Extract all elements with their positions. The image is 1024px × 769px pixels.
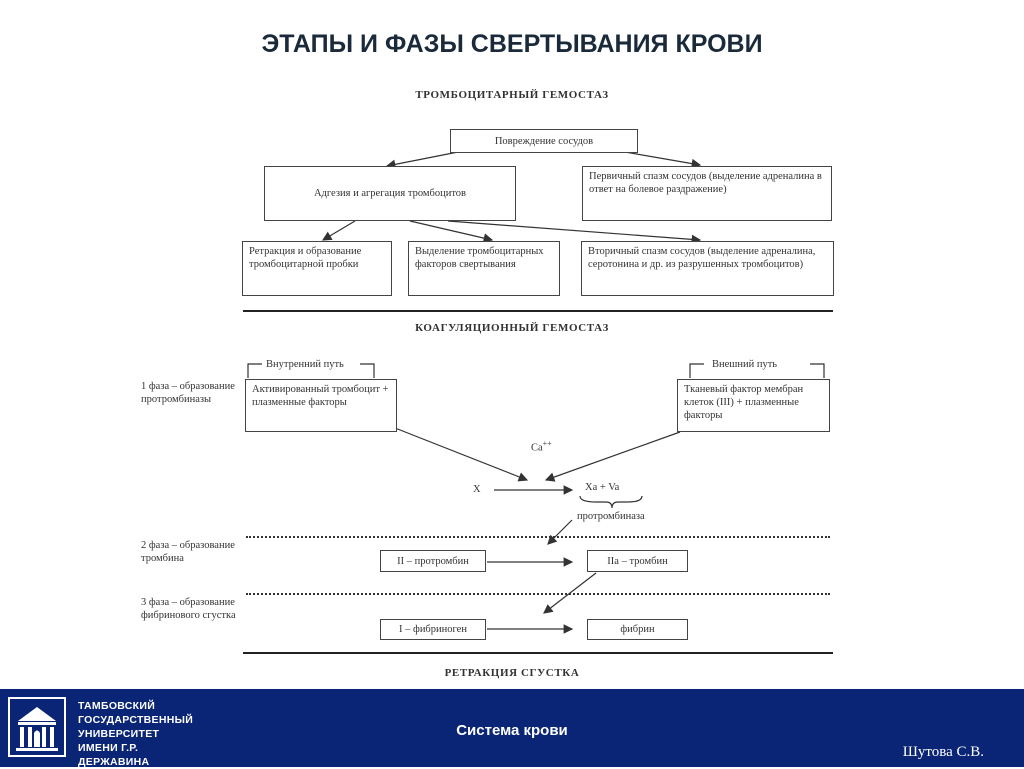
- factor-x-label: X: [473, 484, 481, 495]
- university-line: ИМЕНИ Г.Р. ДЕРЖАВИНА: [78, 742, 150, 768]
- phase-divider-2: [246, 593, 830, 595]
- intrinsic-bracket: [247, 363, 262, 378]
- extrinsic-bracket: [689, 363, 704, 378]
- adhesion-box: Адгезия и агрегация тромбоцитов: [264, 166, 516, 221]
- university-emblem-icon: [8, 697, 66, 757]
- fibrin-box: фибрин: [587, 619, 688, 640]
- university-line: УНИВЕРСИТЕТ: [78, 728, 160, 740]
- slide-title: ЭТАПЫ И ФАЗЫ СВЕРТЫВАНИЯ КРОВИ: [261, 30, 763, 58]
- fibrinogen-box: I – фибриноген: [380, 619, 486, 640]
- footer-bar: ТАМБОВСКИЙ ГОСУДАРСТВЕННЫЙ УНИВЕРСИТЕТ И…: [0, 689, 1024, 769]
- factor-release-box: Выделение тромбоцитарных факторов сверты…: [408, 241, 560, 296]
- extrinsic-pathway-box: Тканевый фактор мембран клеток (III) + п…: [677, 379, 830, 432]
- university-logo: ТАМБОВСКИЙ ГОСУДАРСТВЕННЫЙ УНИВЕРСИТЕТ И…: [0, 689, 196, 769]
- calcium-symbol: Ca: [531, 442, 543, 454]
- extrinsic-bracket-right: [810, 363, 825, 378]
- prothrombinase-label: протромбиназа: [577, 511, 645, 522]
- intrinsic-bracket-right: [360, 363, 375, 378]
- university-line: ТАМБОВСКИЙ: [78, 700, 156, 712]
- arrow-adhesion-secondary: [447, 220, 702, 245]
- diagram-arrows: [247, 151, 825, 634]
- coagulation-hemostasis-header: КОАГУЛЯЦИОННЫЙ ГЕМОСТАЗ: [415, 322, 609, 334]
- arrow-extrinsic-x: [544, 431, 681, 482]
- arrow-adhesion-release: [409, 220, 494, 243]
- intrinsic-pathway-label: Внутренний путь: [266, 359, 344, 370]
- calcium-label: Ca++: [531, 438, 552, 455]
- phase2-label: 2 фаза – образование тромбина: [141, 540, 235, 564]
- clot-retraction-header: РЕТРАКЦИЯ СГУСТКА: [444, 667, 580, 679]
- arrow-damage-adhesion: [385, 151, 459, 170]
- footer-topic: Система крови: [456, 722, 568, 739]
- phase1-label: 1 фаза – образование протромбиназы: [141, 381, 235, 405]
- phase3-label: 3 фаза – образование фибринового сгустка: [141, 597, 236, 621]
- platelet-hemostasis-header: ТРОМБОЦИТАРНЫЙ ГЕМОСТАЗ: [415, 89, 609, 101]
- arrow-prothrombinase: [547, 519, 573, 545]
- extrinsic-pathway-label: Внешний путь: [712, 359, 778, 370]
- footer-author: Шутова С.В.: [902, 744, 984, 760]
- secondary-spasm-box: Вторичный спазм сосудов (выделение адрен…: [581, 241, 834, 296]
- prothrombin-box: II – протромбин: [380, 550, 486, 572]
- xa-va-label: Xa + Va: [585, 482, 620, 493]
- calcium-charge: ++: [542, 439, 552, 448]
- arrow-adhesion-retraction: [321, 220, 356, 241]
- arrow-damage-spasm: [624, 151, 702, 169]
- university-line: ГОСУДАРСТВЕННЫЙ: [78, 714, 194, 726]
- brace: [579, 495, 643, 509]
- divider-rule: [243, 310, 833, 312]
- retraction-plug-box: Ретракция и образование тромбоцитарной п…: [242, 241, 392, 296]
- intrinsic-pathway-box: Активированный тромбоцит + плазменные фа…: [245, 379, 397, 432]
- arrow-intrinsic-x: [394, 427, 529, 482]
- university-name: ТАМБОВСКИЙ ГОСУДАРСТВЕННЫЙ УНИВЕРСИТЕТ И…: [78, 699, 196, 769]
- divider-rule-bottom: [243, 652, 833, 654]
- primary-spasm-box: Первичный спазм сосудов (выделение адрен…: [582, 166, 832, 221]
- thrombin-box: IIa – тромбин: [587, 550, 688, 572]
- phase-divider-1: [246, 536, 830, 538]
- vessel-damage-box: Повреждение сосудов: [450, 129, 638, 153]
